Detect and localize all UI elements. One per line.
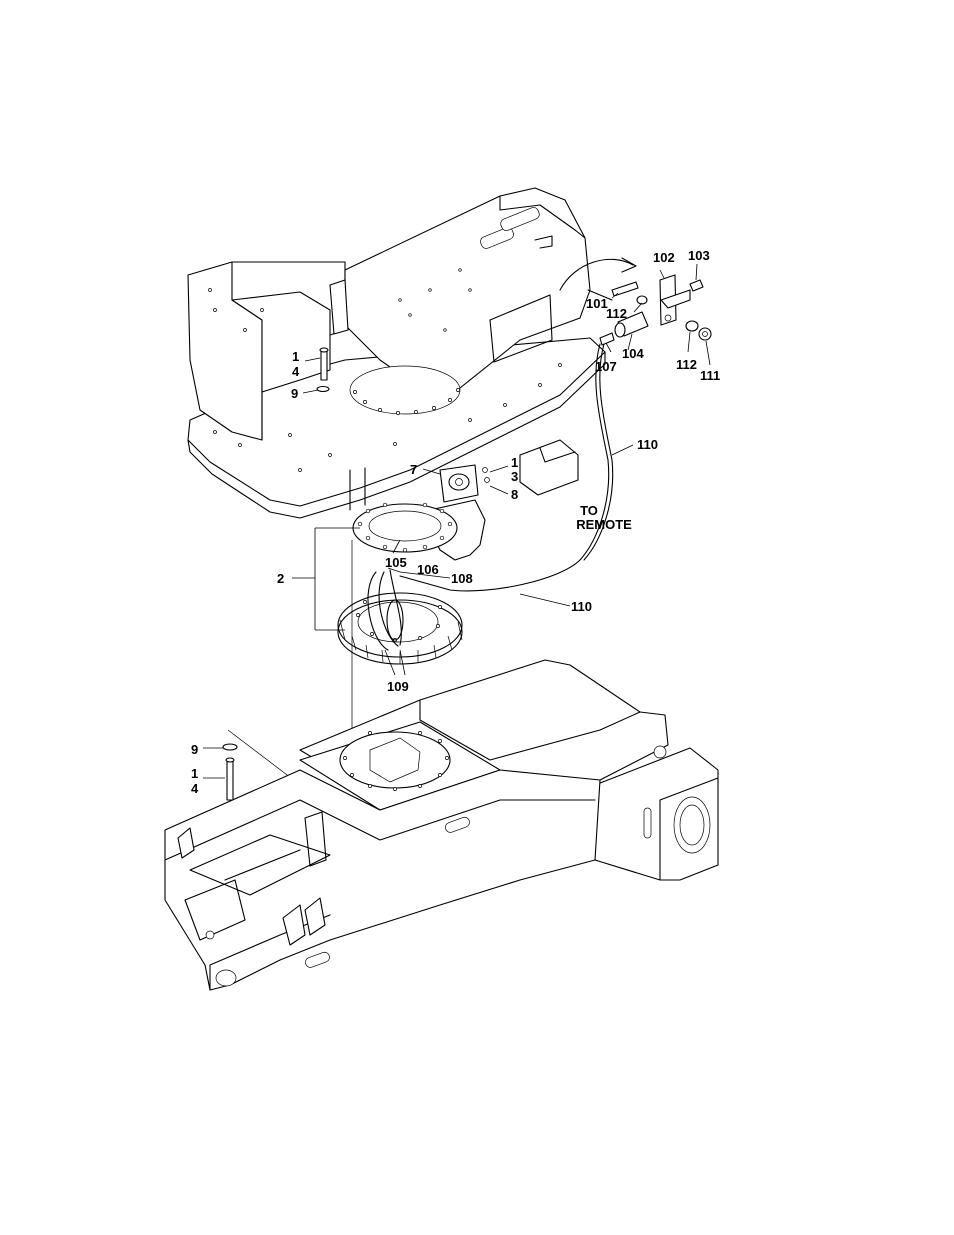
chassis-frame xyxy=(165,660,718,990)
callout-4-bottom: 4 xyxy=(191,781,199,796)
callout-108: 108 xyxy=(451,571,473,586)
turntable-assembly xyxy=(188,188,605,518)
callout-7: 7 xyxy=(410,462,417,477)
callout-111: 111 xyxy=(700,368,720,383)
callout-109: 109 xyxy=(387,679,409,694)
callout-1-bottom: 1 xyxy=(191,766,198,781)
callout-9-bottom: 9 xyxy=(191,742,198,757)
callout-102: 102 xyxy=(653,250,675,265)
swing-bearing-upper xyxy=(353,503,457,552)
callout-107: 107 xyxy=(595,359,617,374)
callout-110-lower: 110 xyxy=(571,599,592,614)
callout-104: 104 xyxy=(622,346,644,361)
note-remote: REMOTE xyxy=(576,517,632,532)
callout-110-upper: 110 xyxy=(637,437,658,452)
callout-3: 3 xyxy=(511,469,518,484)
note-to: TO xyxy=(580,503,598,518)
callout-2: 2 xyxy=(277,571,284,586)
callout-8: 8 xyxy=(511,487,518,502)
callout-112-b: 112 xyxy=(676,357,697,372)
callout-106: 106 xyxy=(417,562,439,577)
callout-9-top: 9 xyxy=(291,386,298,401)
callout-101: 101 xyxy=(586,296,608,311)
callout-1-top: 1 xyxy=(292,349,299,364)
callout-103: 103 xyxy=(688,248,710,263)
callout-4-top: 4 xyxy=(292,364,300,379)
callout-105: 105 xyxy=(385,555,407,570)
callout-112-a: 112 xyxy=(606,306,627,321)
callout-1-mid: 1 xyxy=(511,455,518,470)
mounting-bolt-lower xyxy=(223,744,237,800)
